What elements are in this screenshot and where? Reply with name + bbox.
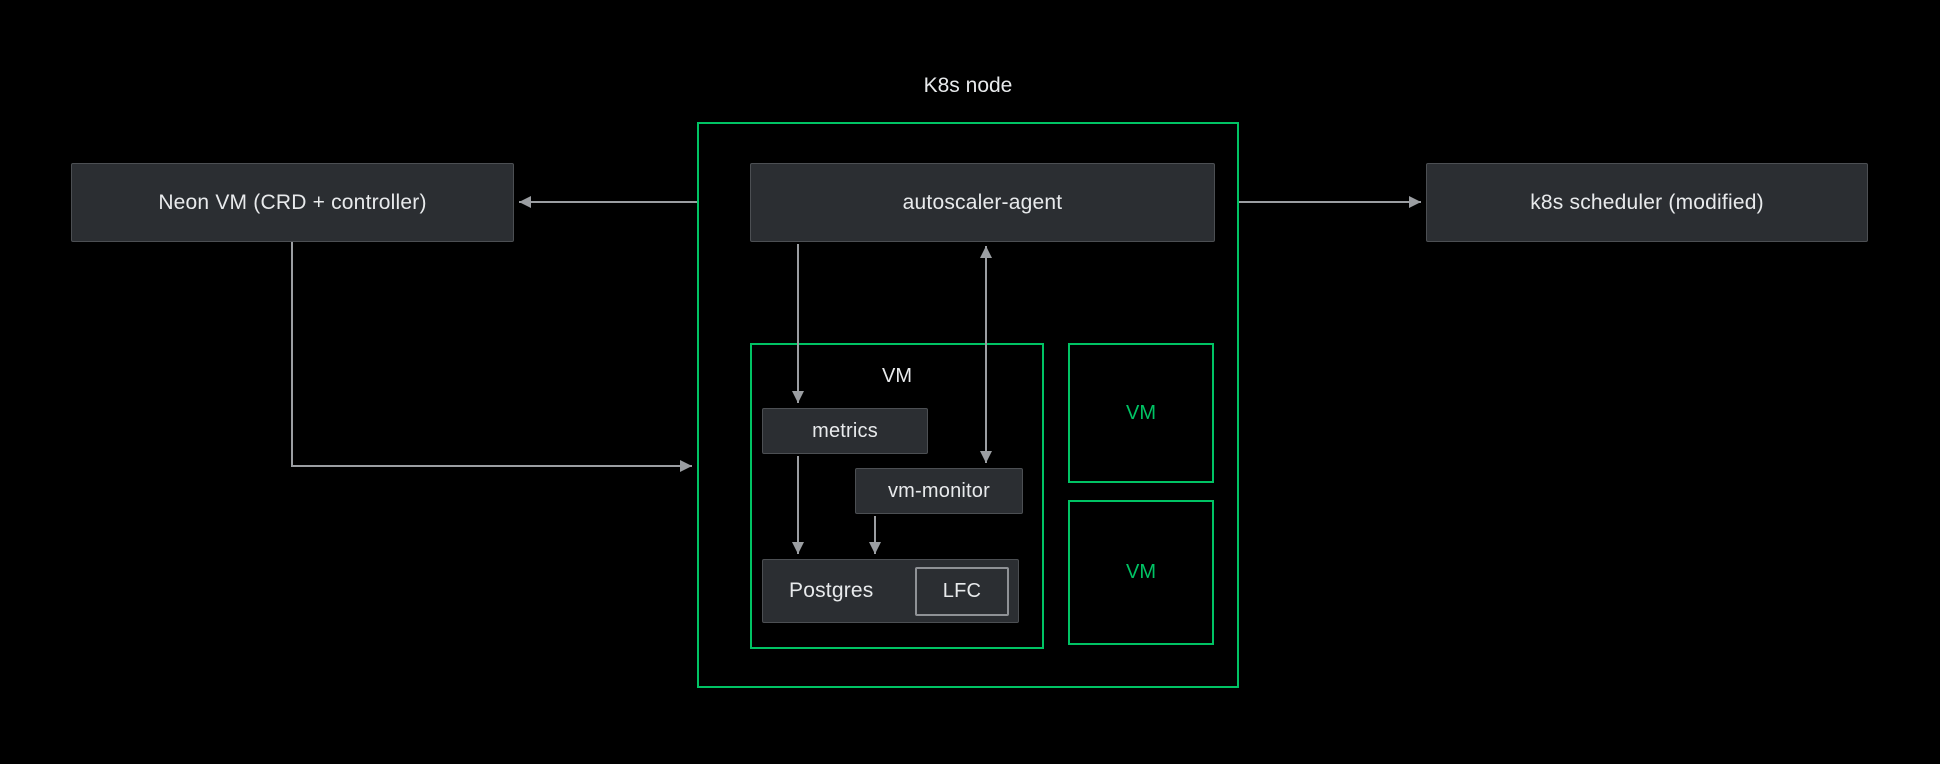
lfc-label: LFC <box>942 580 982 602</box>
metrics-label: metrics <box>812 419 878 442</box>
autoscaler-agent-label: autoscaler-agent <box>902 190 1063 214</box>
k8s-node-label: K8s node <box>923 74 1013 97</box>
vm-top-label: VM <box>1126 401 1156 424</box>
vm-bottom-box: VM <box>1068 500 1214 645</box>
scheduler-node: k8s scheduler (modified) <box>1426 163 1868 242</box>
scheduler-label: k8s scheduler (modified) <box>1530 190 1764 214</box>
vm-main-box <box>750 343 1044 649</box>
postgres-label: Postgres <box>789 579 874 602</box>
k8s-node-box <box>697 122 1239 688</box>
autoscaler-agent-node: autoscaler-agent <box>750 163 1215 242</box>
arrow-neon-vm-to-k8s-node <box>291 242 692 472</box>
vm-top-box: VM <box>1068 343 1214 483</box>
vm-bottom-label: VM <box>1126 561 1156 583</box>
neon-vm-node: Neon VM (CRD + controller) <box>71 163 514 242</box>
lfc-node: LFC <box>915 567 1009 616</box>
postgres-node: Postgres LFC <box>762 559 1019 623</box>
vm-monitor-label: vm-monitor <box>887 479 990 502</box>
vm-main-label: VM <box>882 365 912 387</box>
metrics-node: metrics <box>762 408 928 454</box>
vm-monitor-node: vm-monitor <box>855 468 1023 514</box>
neon-vm-label: Neon VM (CRD + controller) <box>158 190 427 214</box>
